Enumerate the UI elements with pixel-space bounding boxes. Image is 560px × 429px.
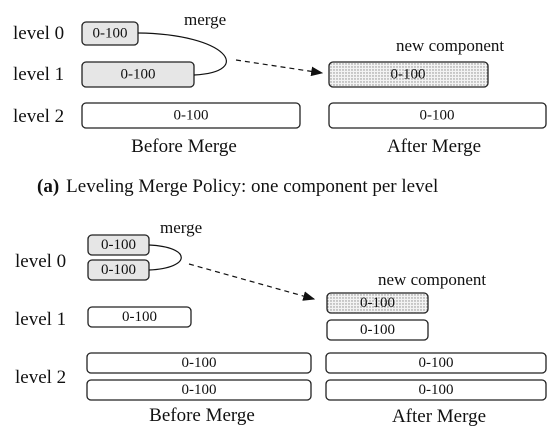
panel-a-caption-text: Leveling Merge Policy: one component per… bbox=[66, 176, 438, 197]
panel-a-caption-prefix: (a) bbox=[37, 176, 59, 197]
component-range: 0-100 bbox=[360, 322, 395, 338]
component-a-before-l2: 0-100 bbox=[81, 102, 301, 129]
component-range: 0-100 bbox=[101, 262, 136, 278]
level-2-label-a: level 2 bbox=[13, 106, 64, 127]
component-range: 0-100 bbox=[419, 355, 454, 371]
level-1-label-b: level 1 bbox=[15, 309, 66, 330]
merge-curve-a bbox=[137, 32, 227, 76]
component-b-before-l1: 0-100 bbox=[87, 306, 192, 328]
component-range: 0-100 bbox=[420, 108, 455, 124]
component-b-before-l2-bottom: 0-100 bbox=[86, 379, 312, 401]
component-range: 0-100 bbox=[419, 382, 454, 398]
after-merge-label-a: After Merge bbox=[387, 136, 481, 157]
component-b-after-l1-new: 0-100 bbox=[326, 292, 429, 314]
component-range: 0-100 bbox=[182, 382, 217, 398]
merge-arrow-a bbox=[235, 59, 324, 77]
component-a-before-l0: 0-100 bbox=[81, 21, 139, 46]
new-component-label-a: new component bbox=[396, 36, 504, 55]
merge-label-a: merge bbox=[184, 10, 226, 29]
component-a-after-l2: 0-100 bbox=[328, 102, 547, 129]
component-b-after-l1-old: 0-100 bbox=[326, 319, 429, 341]
level-2-label-b: level 2 bbox=[15, 367, 66, 388]
merge-label-b: merge bbox=[160, 218, 202, 237]
level-0-label-a: level 0 bbox=[13, 23, 64, 44]
panel-a: level 0 level 1 level 2 0-100 0-100 0-10… bbox=[13, 10, 547, 197]
component-a-after-l1: 0-100 bbox=[328, 61, 489, 88]
component-range: 0-100 bbox=[360, 295, 395, 311]
component-range: 0-100 bbox=[391, 67, 426, 83]
component-range: 0-100 bbox=[93, 26, 128, 42]
panel-a-caption: (a) Leveling Merge Policy: one component … bbox=[37, 176, 438, 197]
component-a-before-l1: 0-100 bbox=[81, 61, 195, 88]
merge-arrow-b bbox=[188, 263, 316, 301]
component-range: 0-100 bbox=[101, 237, 136, 253]
after-merge-label-b: After Merge bbox=[392, 406, 486, 427]
before-merge-label-b: Before Merge bbox=[149, 405, 255, 426]
merge-curve-b bbox=[148, 244, 182, 271]
component-b-before-l0-bottom: 0-100 bbox=[87, 259, 150, 281]
component-range: 0-100 bbox=[121, 67, 156, 83]
component-range: 0-100 bbox=[122, 309, 157, 325]
component-b-after-l2-top: 0-100 bbox=[325, 352, 547, 374]
before-merge-label-a: Before Merge bbox=[131, 136, 237, 157]
panel-b: level 0 level 1 level 2 0-100 0-100 merg… bbox=[15, 218, 547, 427]
level-1-label-a: level 1 bbox=[13, 64, 64, 85]
new-component-label-b: new component bbox=[378, 270, 486, 289]
component-range: 0-100 bbox=[174, 108, 209, 124]
component-b-before-l2-top: 0-100 bbox=[86, 352, 312, 374]
component-range: 0-100 bbox=[182, 355, 217, 371]
component-b-before-l0-top: 0-100 bbox=[87, 234, 150, 256]
level-0-label-b: level 0 bbox=[15, 251, 66, 272]
component-b-after-l2-bottom: 0-100 bbox=[325, 379, 547, 401]
